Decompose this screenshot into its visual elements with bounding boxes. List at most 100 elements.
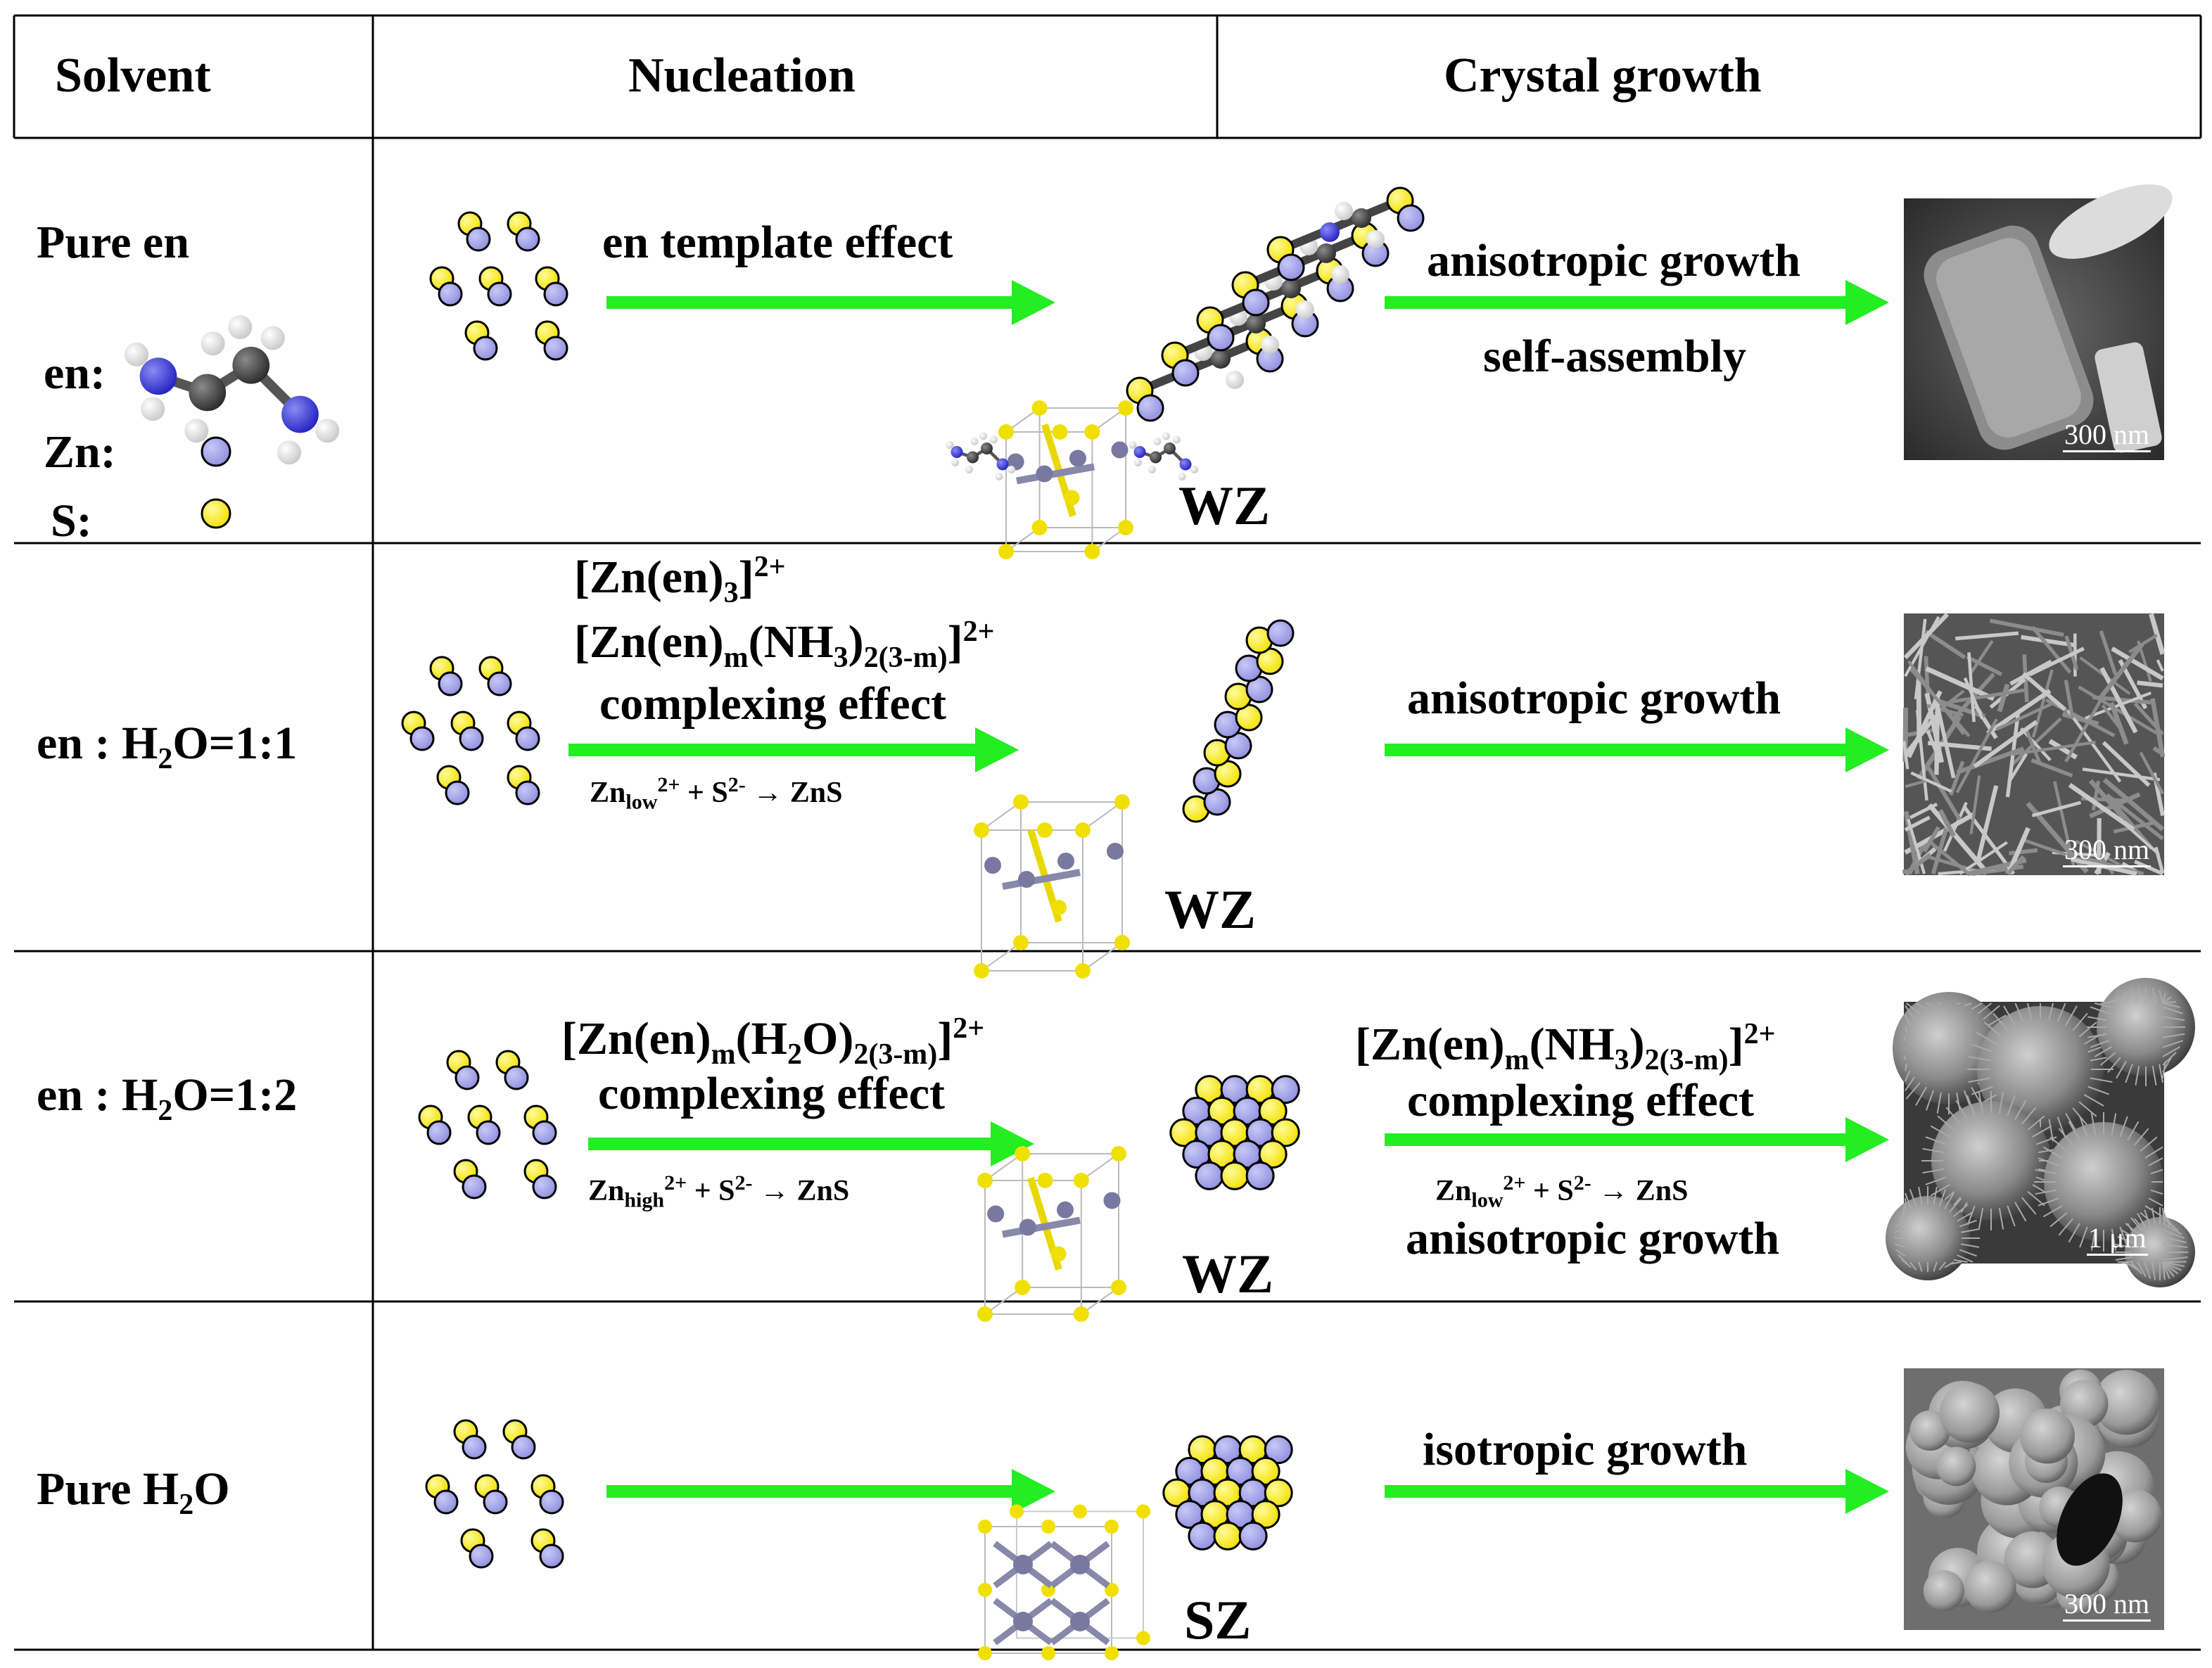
spike: [1905, 1025, 1907, 1033]
zn-atom: [201, 436, 231, 467]
nanowire: [2085, 692, 2151, 720]
spike: [2078, 1021, 2097, 1038]
s-atom: [1013, 794, 1029, 810]
c3c: O): [802, 1013, 854, 1064]
nanowire: [2082, 768, 2161, 782]
s-atom: [1073, 1504, 1087, 1519]
spike: [2135, 1065, 2140, 1086]
spike: [2079, 1226, 2088, 1248]
legend-s-label: S:: [51, 495, 92, 547]
zn-atom: [1242, 288, 1270, 317]
bond: [1138, 337, 1261, 395]
particle: [1923, 1570, 1964, 1612]
green-arrow: [1385, 1469, 1889, 1514]
green-arrow: [1385, 727, 1889, 772]
spike: [1938, 1261, 1947, 1271]
spike: [1968, 1055, 1991, 1062]
spike: [2148, 1157, 2163, 1166]
s-atom: [1271, 1118, 1300, 1147]
spike: [1895, 1249, 1906, 1257]
spike: [2068, 1223, 2080, 1243]
zns-pair: [502, 1419, 536, 1460]
arrow-shaft: [1385, 296, 1847, 309]
zn-atom: [511, 1434, 536, 1460]
zn-atom: [438, 671, 463, 696]
wurtzite-unit-cell: [977, 1146, 1126, 1322]
zn-atom: [987, 1205, 1005, 1223]
row3-growth-complex: [Zn(en)m(NH3)2(3-m)]2+: [1355, 1018, 1776, 1075]
c-atom: [967, 451, 979, 464]
zn-atom: [462, 1434, 487, 1460]
s-atom: [1050, 1246, 1067, 1262]
spike: [1930, 1125, 1950, 1138]
zn-atom: [476, 1120, 501, 1145]
spike: [2014, 1002, 2024, 1022]
c2sup: 2+: [962, 616, 995, 648]
h-atom: [1129, 441, 1137, 449]
c3s2: 2: [787, 1038, 802, 1071]
spike: [2130, 1261, 2143, 1275]
s-atom: [998, 424, 1014, 440]
zn-atom: [1057, 1201, 1074, 1218]
spike: [2072, 1012, 2088, 1031]
sem-blobs: [1905, 1369, 2162, 1615]
g3rc: → ZnS: [1591, 1175, 1689, 1207]
spike: [2162, 1002, 2180, 1008]
spike: [2150, 1169, 2163, 1175]
c2s3: 2(3-m): [863, 642, 948, 675]
h-atom: [1173, 435, 1181, 444]
spike: [2065, 1005, 2078, 1026]
nanowire: [2134, 860, 2164, 876]
h-atom: [1190, 466, 1198, 473]
zn-atom: [1397, 204, 1425, 232]
spike: [2026, 1002, 2033, 1020]
spike: [1933, 1261, 1938, 1272]
spike: [1977, 1002, 1992, 1014]
h-atom: [970, 438, 979, 445]
bond: [1243, 231, 1367, 289]
spike: [1964, 1002, 1972, 1007]
zns-pair: [535, 320, 568, 361]
table-grid: [13, 14, 2202, 1651]
sphere: [2044, 1122, 2163, 1242]
spike: [2162, 1217, 2179, 1232]
row2-phase: WZ: [1164, 879, 1257, 940]
spike: [1968, 1077, 1991, 1083]
s-atom: [1264, 1478, 1293, 1508]
spike: [2162, 1001, 2177, 1004]
row4-solvent: Pure H2O: [37, 1466, 230, 1520]
h-atom: [1261, 336, 1279, 354]
nanowire: [2097, 642, 2144, 702]
spike: [1915, 1086, 1927, 1106]
nanowire: [1997, 683, 2010, 713]
c2s2: 3: [833, 642, 848, 675]
bond: [1016, 463, 1095, 485]
spike: [1959, 1219, 1977, 1228]
spike: [2007, 1095, 2016, 1116]
s-atom: [1073, 1173, 1089, 1188]
sem-image-aggregates: [1904, 1368, 2164, 1630]
spike: [1937, 1002, 1942, 1005]
nanowire: [2137, 680, 2163, 688]
spike: [2121, 1261, 2136, 1267]
c-atom: [189, 374, 227, 412]
zn-atom: [445, 780, 470, 806]
spike: [1949, 1197, 1962, 1213]
nanowire: [1904, 815, 1931, 832]
zns-pair: [436, 765, 470, 806]
zns-pair: [429, 266, 463, 307]
zns-cluster: [1162, 1435, 1293, 1551]
nanowire: [2061, 711, 2099, 727]
spike: [2115, 1243, 2132, 1249]
nanowire: [1943, 801, 1968, 852]
spike: [2090, 1077, 2113, 1083]
spike: [1922, 1168, 1945, 1174]
spike: [1956, 1002, 1961, 1005]
zn-atom: [543, 281, 568, 307]
spike: [1905, 1261, 1907, 1265]
row3-solvent-a: en : H: [37, 1069, 158, 1121]
g3sup: 2+: [1743, 1018, 1776, 1050]
en-molecule: [1129, 432, 1198, 480]
spike: [2078, 1101, 2097, 1117]
